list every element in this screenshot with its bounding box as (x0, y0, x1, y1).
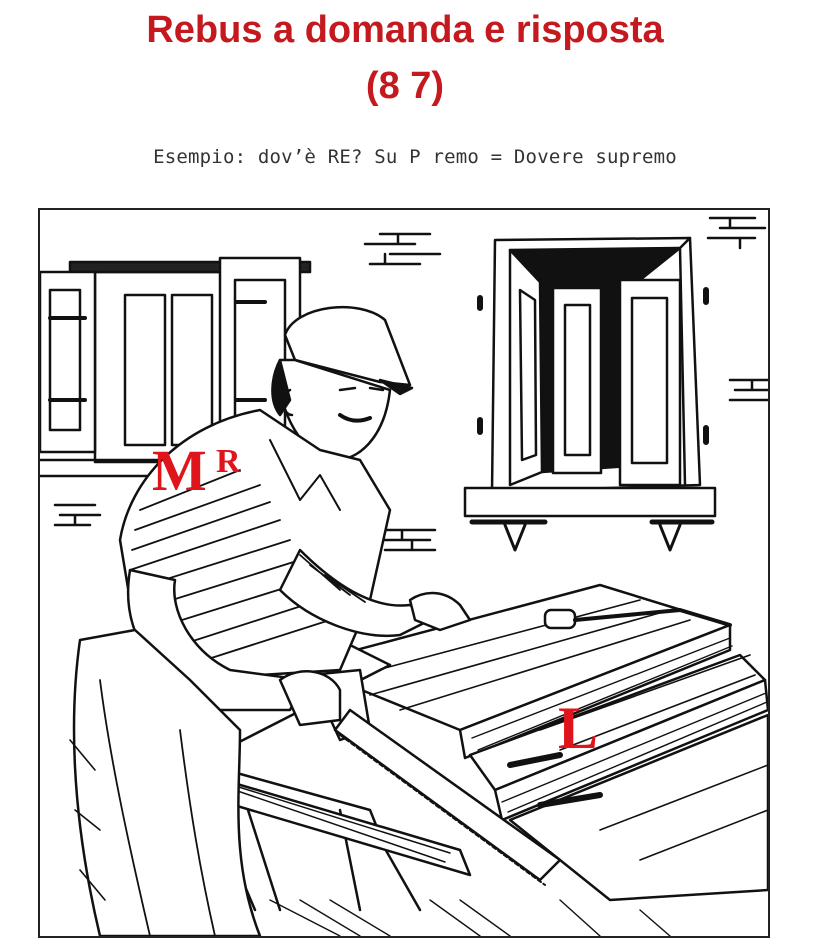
shirt-letter-m: M (152, 438, 207, 503)
planks (298, 583, 768, 902)
ground-shading (269, 899, 671, 936)
shirt-letter-r: R (216, 443, 241, 480)
page-title: Rebus a domanda e risposta (146, 9, 664, 51)
left-window (40, 256, 312, 478)
example-text: Esempio: dov’è RE? Su P remo = Dovere su… (153, 146, 677, 168)
rebus-illustration: M R L (38, 208, 770, 938)
plank-letter-l: L (558, 695, 598, 761)
answer-pattern: (8 7) (365, 65, 445, 107)
brick-marks (53, 216, 768, 552)
carpenter (69, 305, 472, 936)
right-window (463, 236, 717, 552)
